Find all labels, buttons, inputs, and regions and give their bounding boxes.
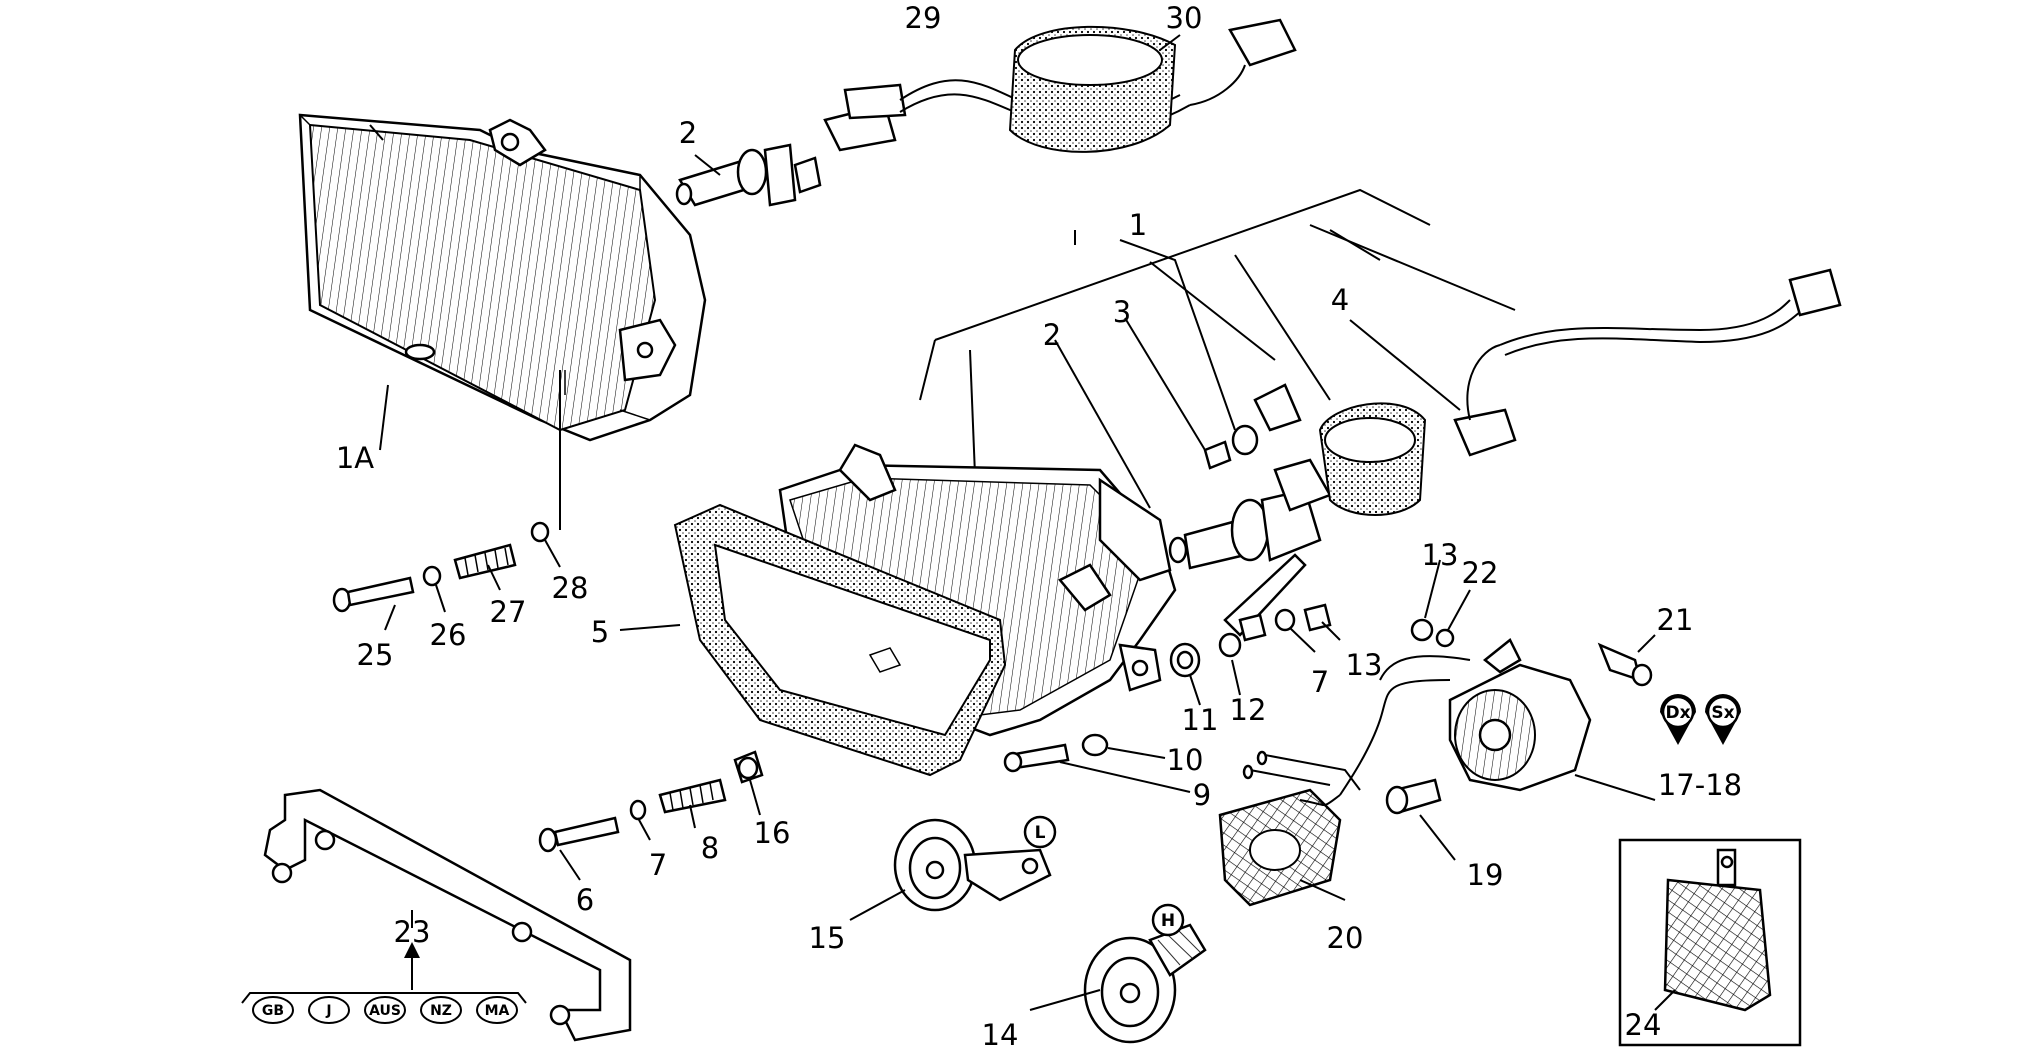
label-1: 1 [1129, 208, 1147, 242]
label-24: 24 [1625, 1008, 1662, 1042]
bulb-19 [1385, 778, 1442, 815]
label-22: 22 [1462, 556, 1499, 590]
label-25: 25 [357, 638, 394, 672]
bubble-sx: Sx [1705, 694, 1741, 745]
label-27: 27 [490, 595, 527, 629]
headlight-assembly-1a [298, 113, 707, 442]
label-10: 10 [1167, 743, 1204, 777]
bulb-2-top [675, 143, 822, 207]
horn-14 [1083, 923, 1207, 1044]
label-13: 13 [1346, 648, 1383, 682]
label-11: 11 [1182, 703, 1219, 737]
market-ma: MA [485, 1003, 510, 1019]
mounting-hardware [1003, 553, 1332, 773]
leader-lines [369, 34, 1656, 1011]
bubble-dx: Dx [1660, 694, 1696, 745]
label-16: 16 [754, 816, 791, 850]
indicator-17-18 [1242, 618, 1656, 806]
wiring-connector-29 [823, 18, 1297, 152]
label-20: 20 [1327, 921, 1364, 955]
label-28: 28 [552, 571, 589, 605]
label-7-right: 7 [1311, 665, 1329, 699]
bubble-h-text: H [1161, 911, 1175, 931]
label-4: 4 [1331, 283, 1349, 317]
boot-30 [1008, 25, 1177, 153]
label-3: 3 [1113, 295, 1131, 329]
horn-15 [893, 818, 1052, 912]
label-9: 9 [1193, 778, 1211, 812]
bubble-sx-text: Sx [1711, 703, 1734, 723]
label-8: 8 [701, 831, 719, 865]
label-19: 19 [1467, 858, 1504, 892]
bulb-2-main [1168, 458, 1332, 570]
bubble-l-text: L [1035, 823, 1046, 843]
bracket-23 [263, 788, 632, 1042]
label-23: 23 [394, 915, 431, 949]
bolt-25-spring-27 [332, 370, 561, 613]
light-20 [1218, 788, 1342, 907]
group-bracket-1 [919, 188, 1516, 476]
label-5: 5 [591, 615, 609, 649]
label-2-top: 2 [679, 116, 697, 150]
label-13-top: 13 [1422, 538, 1459, 572]
bulb-holder-4 [1318, 268, 1842, 516]
label-7-left: 7 [649, 848, 667, 882]
label-6: 6 [576, 883, 594, 917]
label-29: 29 [905, 1, 942, 35]
bubble-l: L [1023, 815, 1057, 849]
label-17-18: 17-18 [1658, 768, 1742, 802]
bubble-dx-text: Dx [1665, 703, 1690, 723]
part-labels: 1 1A 2 2 3 4 5 6 7 7 8 9 10 11 12 13 13 … [336, 1, 1742, 1052]
market-j: J [325, 1003, 331, 1019]
headlight-body [778, 443, 1177, 737]
market-gb: GB [262, 1003, 284, 1019]
label-12: 12 [1230, 693, 1267, 727]
label-21: 21 [1657, 603, 1694, 637]
label-2: 2 [1043, 318, 1061, 352]
label-30: 30 [1166, 1, 1203, 35]
label-1a: 1A [336, 441, 374, 475]
label-26: 26 [430, 618, 467, 652]
bubble-h: H [1151, 903, 1185, 937]
bulb-holder-3 [1203, 383, 1302, 470]
label-15: 15 [809, 921, 846, 955]
inset-box-24 [1618, 838, 1802, 1047]
label-14: 14 [982, 1018, 1019, 1052]
market-nz: NZ [430, 1003, 452, 1019]
bolt-6-spring-8 [538, 750, 764, 853]
headlight-lens-5 [673, 503, 1007, 777]
market-codes: GB J AUS NZ MA [241, 992, 527, 1024]
market-aus: AUS [369, 1003, 401, 1019]
